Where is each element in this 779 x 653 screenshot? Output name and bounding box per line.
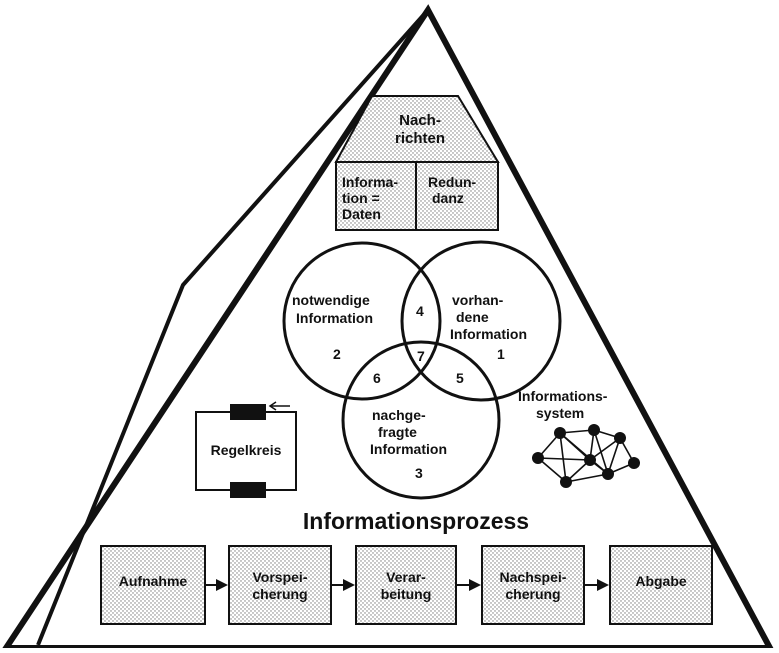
pyramid-back-edge: [36, 8, 430, 646]
step-label-line1: Abgabe: [635, 573, 687, 589]
vorhandene-line2: dene: [456, 309, 489, 325]
regelkreis-label-backdrop: [198, 438, 294, 462]
process-step-verarbeitung: Verar- beitung: [355, 545, 457, 625]
network-nodes: [532, 424, 640, 488]
venn-region-1: 1: [497, 346, 505, 362]
process-step-abgabe: Abgabe: [609, 545, 713, 625]
redundanz-line2: danz: [432, 190, 464, 206]
step-label-line2: cherung: [505, 586, 560, 602]
venn-region-5: 5: [456, 370, 464, 386]
venn-region-6: 6: [373, 370, 381, 386]
step-label-line1: Vorspei-: [253, 569, 308, 585]
process-step-aufnahme: Aufnahme: [100, 545, 206, 625]
informationssystem-block: Informations- system: [518, 388, 640, 488]
step-label-line1: Nachspei-: [500, 569, 567, 585]
notwendige-line1: notwendige: [292, 292, 370, 308]
redundanz-box: [415, 161, 499, 231]
vorhandene-line1: vorhan-: [452, 292, 504, 308]
venn-region-3: 3: [415, 465, 423, 481]
step-label-line2: cherung: [252, 586, 307, 602]
venn-diagram: notwendige Information vorhan- dene Info…: [282, 240, 562, 500]
process-title: Informationsprozess: [303, 508, 529, 534]
regelkreis-top-element: [230, 404, 266, 420]
regelkreis-label: Regelkreis: [211, 442, 282, 458]
nachrichten-label-line2: richten: [395, 130, 445, 147]
nachgefragte-line3: Information: [370, 441, 447, 457]
redundanz-line1: Redun-: [428, 174, 477, 190]
venn-circle-nachgefragte: [341, 340, 501, 500]
venn-region-7: 7: [417, 348, 425, 364]
venn-region-2: 2: [333, 346, 341, 362]
venn-region-4: 4: [416, 303, 424, 319]
venn-circle-notwendige: [282, 241, 442, 401]
nachgefragte-line2: fragte: [378, 424, 417, 440]
informationssystem-line1: Informations-: [518, 388, 608, 404]
regelkreis-arrow-icon: [268, 401, 290, 411]
notwendige-line2: Information: [296, 310, 373, 326]
nachrichten-label-line1: Nach-: [399, 112, 441, 129]
venn-circle-vorhandene: [400, 240, 562, 402]
process-step-nachspeicherung: Nachspei- cherung: [481, 545, 585, 625]
regelkreis-bottom-element: [230, 482, 266, 498]
nachrichten-block: Nach- richten Informa- tion = Daten Redu…: [334, 95, 500, 231]
step-label-line2: beitung: [381, 586, 432, 602]
informationssystem-line2: system: [536, 405, 584, 421]
regelkreis-block: Regelkreis: [195, 401, 297, 498]
nachgefragte-line1: nachge-: [372, 407, 426, 423]
information-daten-line1: Informa-: [342, 174, 398, 190]
nachrichten-roof: [334, 95, 500, 163]
step-label-line1: Aufnahme: [119, 573, 188, 589]
information-daten-line2: tion =: [342, 190, 380, 206]
process-step-vorspeicherung: Vorspei- cherung: [228, 545, 332, 625]
step-label-line1: Verar-: [386, 569, 426, 585]
information-daten-line3: Daten: [342, 206, 381, 222]
vorhandene-line3: Information: [450, 326, 527, 342]
process-steps: Aufnahme Vorspei- cherung Verar- beitung…: [100, 545, 713, 625]
